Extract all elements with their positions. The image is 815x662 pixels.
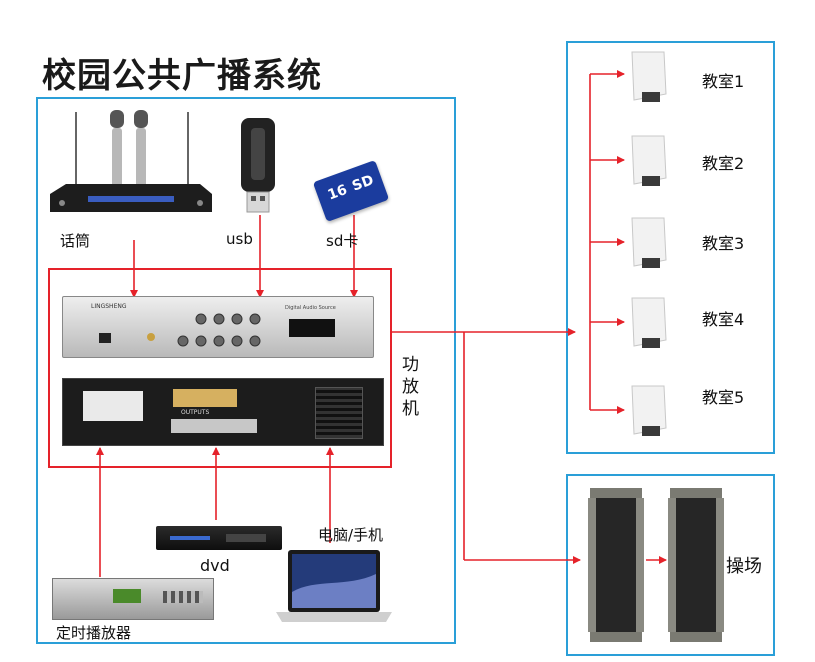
usb-drive-icon [241,118,275,213]
classroom-speakers-frame [566,41,775,454]
classroom-speaker-3-icon [631,217,667,268]
pc-label: 电脑/手机 [318,526,384,544]
amplifier-front-panel: LINGSHENG Digital Audio Source [62,296,374,358]
classroom-label-4: 教室4 [702,310,745,329]
amplifier-frame [48,268,392,468]
playground-speaker-2-icon [668,488,724,642]
terminal-strip [171,419,257,433]
media-panel-text: Digital Audio Source [285,305,336,311]
terminal-block-left [83,391,143,421]
classroom-label-3: 教室3 [702,234,745,253]
sd-card-capacity: 16 [325,181,350,204]
amplifier-rear-panel: OUTPUTS [62,378,384,446]
classroom-speaker-5-icon [631,385,667,436]
page-title: 校园公共广播系统 [42,56,322,96]
dvd-label: dvd [200,556,230,575]
classroom-speaker-2-icon [631,135,667,186]
media-display [289,319,335,337]
playground-label: 操场 [726,556,762,577]
amplifier-brand: LINGSHENG [91,303,127,310]
fan-grille [315,387,363,439]
volume-knobs [177,313,261,347]
timer-player-icon [52,578,214,620]
laptop-icon [276,550,392,622]
mic-label: 话筒 [60,232,91,250]
playground-speakers-frame [566,474,775,656]
classroom-speaker-1-icon [631,51,667,102]
power-switch [99,333,111,343]
output-terminals [173,389,237,407]
wireless-mic-icon [50,110,212,212]
classroom-label-2: 教室2 [702,154,745,173]
classroom-label-5: 教室5 [702,388,745,407]
classroom-speaker-4-icon [631,297,667,348]
outputs-label: OUTPUTS [181,409,210,416]
playground-speaker-1-icon [588,488,644,642]
sd-label: sd卡 [326,232,359,250]
dvd-player-icon [156,526,282,550]
timer-label: 定时播放器 [56,624,132,642]
sd-card-text: SD [350,172,376,195]
campus-system-frame [36,97,456,644]
usb-label: usb [226,230,253,248]
mic-jack [147,333,155,341]
amplifier-label: 功放机 [402,355,419,419]
classroom-label-1: 教室1 [702,72,745,91]
